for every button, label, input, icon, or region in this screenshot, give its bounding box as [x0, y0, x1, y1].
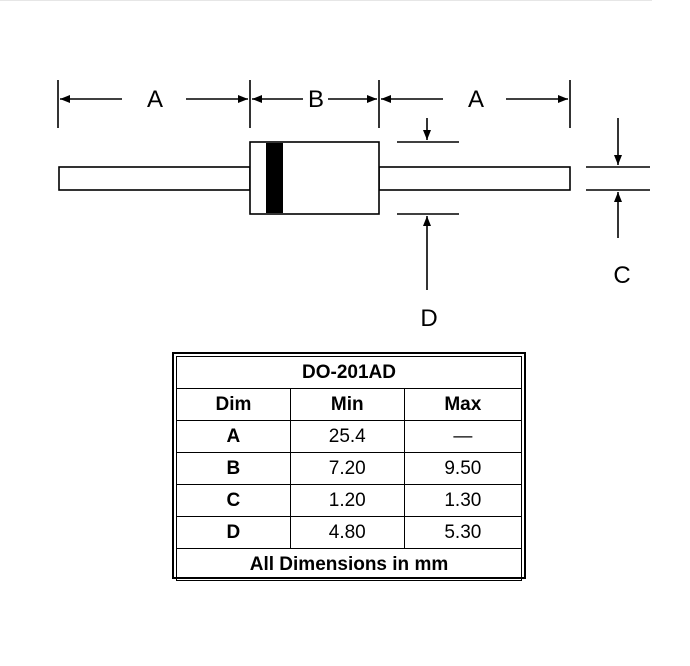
- dimensions-table-grid: DO-201AD Dim Min Max A 25.4 — B 7.20 9.5…: [176, 356, 523, 581]
- label-d: D: [420, 305, 437, 332]
- row-dim: D: [176, 516, 291, 549]
- header-min: Min: [289, 388, 405, 421]
- lead-left: [58, 166, 251, 191]
- top-divider: [0, 0, 652, 1]
- row-min: 4.80: [289, 516, 405, 549]
- row-min: 7.20: [289, 452, 405, 485]
- row-dim: A: [176, 420, 291, 453]
- table-row: D 4.80 5.30: [176, 516, 523, 549]
- table-row: B 7.20 9.50: [176, 452, 523, 485]
- row-max: —: [403, 420, 523, 453]
- units-note: All Dimensions in mm: [176, 548, 522, 581]
- row-min: 1.20: [289, 484, 405, 517]
- table-header-row: Dim Min Max: [176, 388, 523, 421]
- lead-right: [378, 166, 571, 191]
- table-title-row: DO-201AD: [176, 356, 522, 389]
- row-dim: C: [176, 484, 291, 517]
- label-b: B: [308, 86, 324, 113]
- row-dim: B: [176, 452, 291, 485]
- table-row: A 25.4 —: [176, 420, 523, 453]
- label-a-right: A: [468, 86, 484, 113]
- label-a-left: A: [147, 86, 163, 113]
- row-max: 9.50: [403, 452, 523, 485]
- table-row: C 1.20 1.30: [176, 484, 523, 517]
- header-dim: Dim: [176, 388, 291, 421]
- cathode-band: [266, 143, 283, 213]
- dimensions-table: DO-201AD Dim Min Max A 25.4 — B 7.20 9.5…: [172, 352, 526, 581]
- row-min: 25.4: [289, 420, 405, 453]
- table-footer-row: All Dimensions in mm: [176, 548, 522, 581]
- package-title: DO-201AD: [176, 356, 522, 389]
- header-max: Max: [403, 388, 523, 421]
- row-max: 1.30: [403, 484, 523, 517]
- diode-dimension-drawing: A B A D C: [57, 80, 650, 332]
- label-c: C: [613, 262, 630, 289]
- row-max: 5.30: [403, 516, 523, 549]
